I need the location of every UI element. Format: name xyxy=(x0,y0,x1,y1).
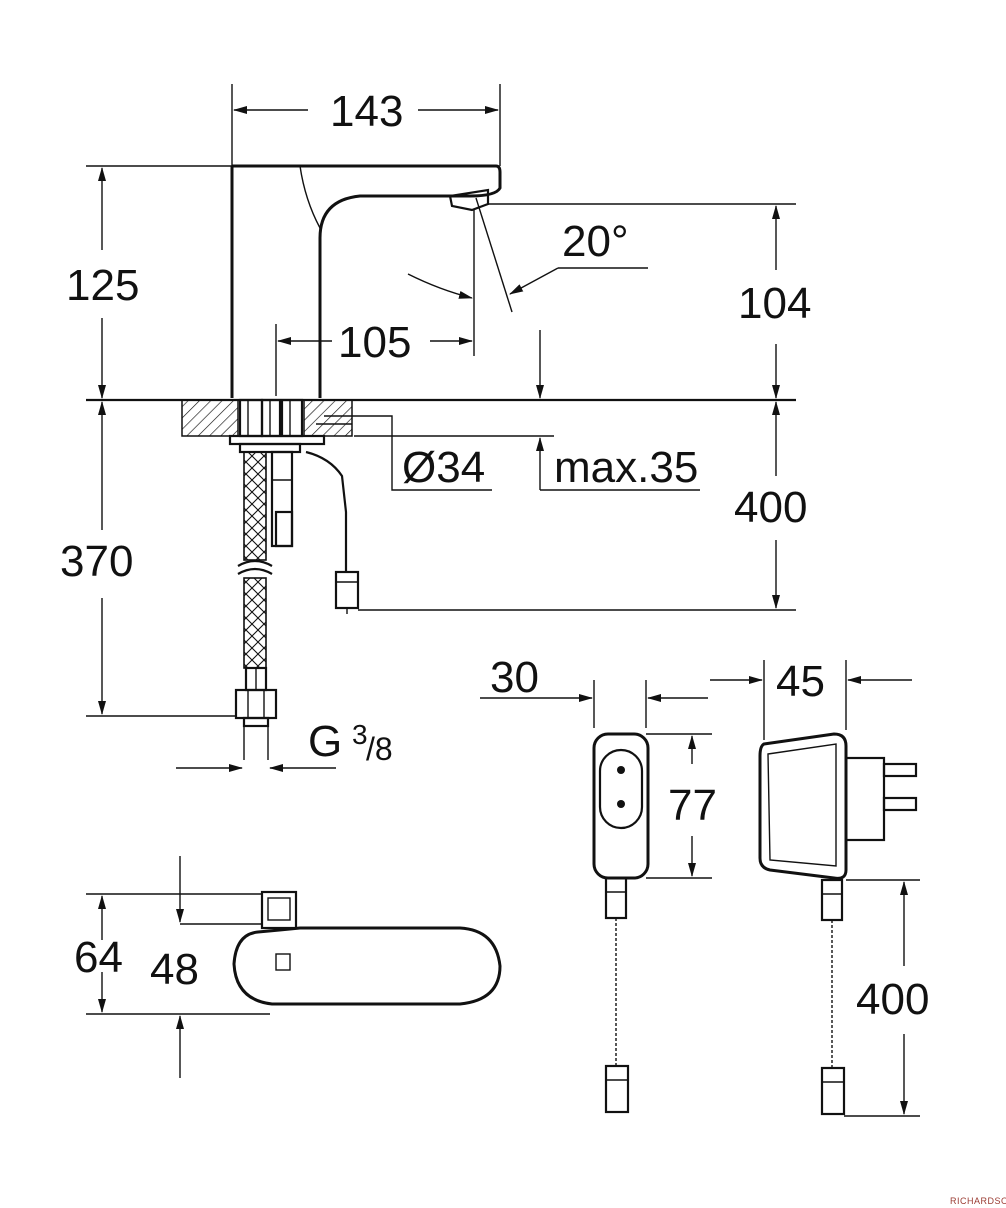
deck-mount-section xyxy=(181,398,353,454)
dim-48: 48 xyxy=(150,945,199,994)
faucet-side-view xyxy=(86,856,502,1078)
watermark: RICHARDSON xyxy=(950,1196,1006,1206)
dim-104: 104 xyxy=(738,279,811,328)
dim-max-35: max.35 xyxy=(554,443,698,492)
dim-400-adapter: 400 xyxy=(856,975,929,1024)
dim-125: 125 xyxy=(66,261,139,310)
supply-hose xyxy=(234,450,294,760)
battery-box xyxy=(480,680,712,1114)
dim-thread-denominator: /8 xyxy=(366,731,393,767)
dim-400-cable: 400 xyxy=(734,483,807,532)
dim-thread-numerator: 3 xyxy=(352,719,368,750)
dim-64: 64 xyxy=(74,933,123,982)
dim-diameter-34: Ø34 xyxy=(402,443,485,492)
dim-thread-g: G xyxy=(308,717,342,766)
dimension-labels: 143 125 105 20° 104 Ø34 max.35 400 370 G… xyxy=(60,87,1006,1206)
dim-20-degree: 20° xyxy=(562,217,629,266)
dim-143: 143 xyxy=(330,87,403,136)
dim-105: 105 xyxy=(338,318,411,367)
faucet-front-view xyxy=(86,164,796,402)
dim-77: 77 xyxy=(668,781,717,830)
front-dimension-lines xyxy=(86,84,796,772)
sensor-cable xyxy=(305,450,360,614)
dim-370: 370 xyxy=(60,537,133,586)
dim-30: 30 xyxy=(490,653,539,702)
power-adapter xyxy=(710,660,920,1117)
dim-45: 45 xyxy=(776,657,825,706)
